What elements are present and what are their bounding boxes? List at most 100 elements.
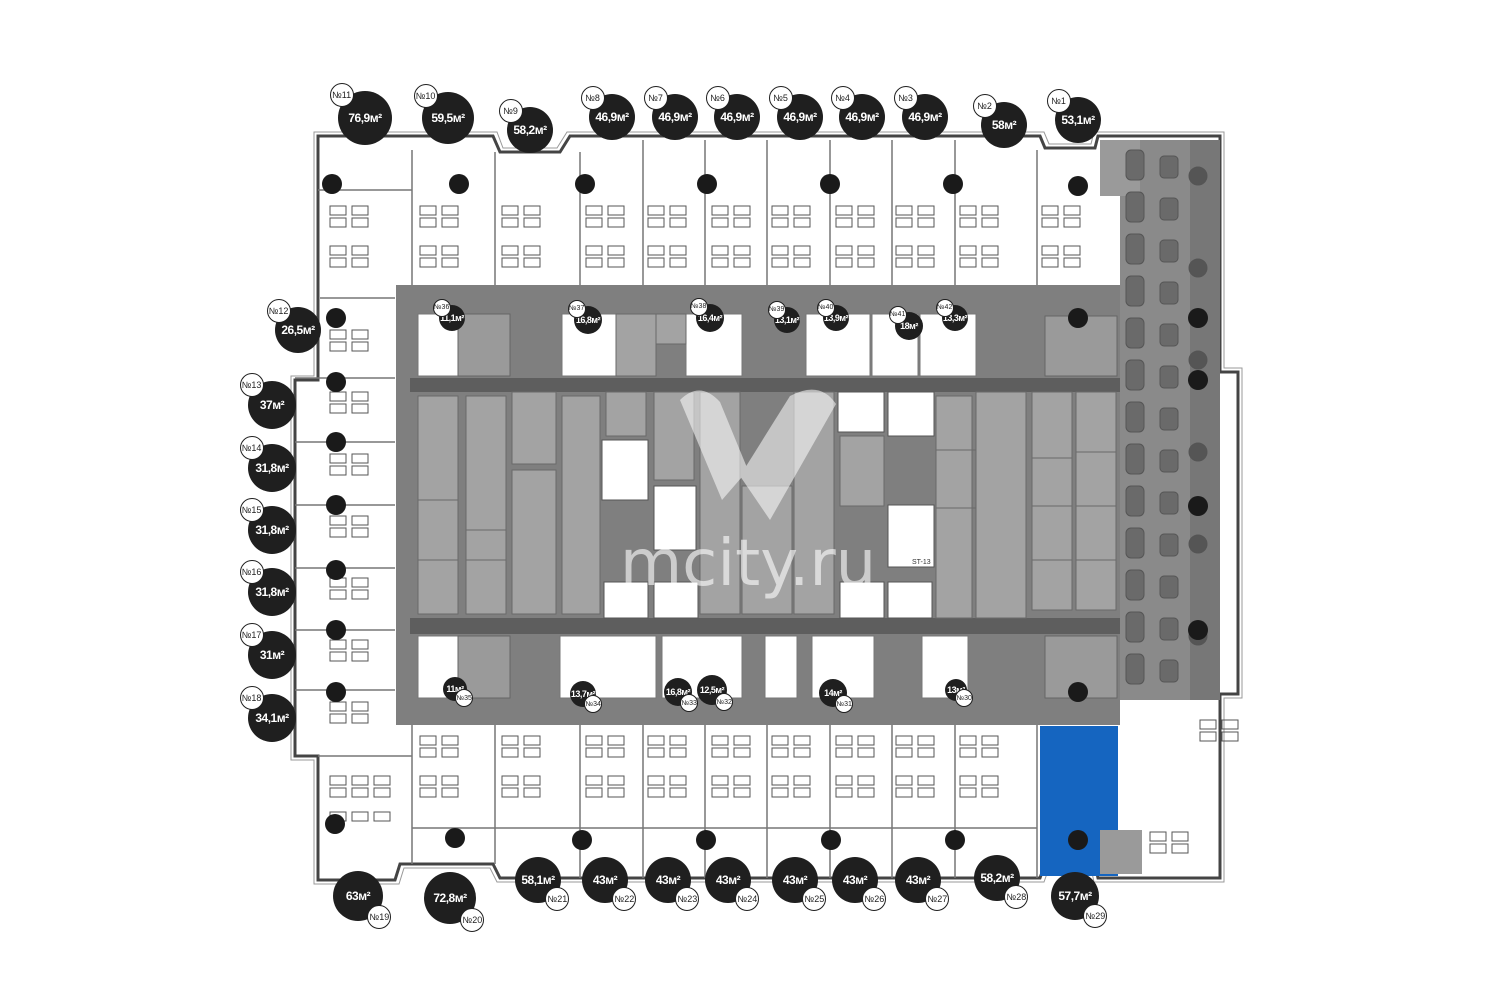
- desk: [733, 217, 751, 228]
- desk: [441, 257, 459, 268]
- desk: [351, 205, 369, 216]
- desk: [351, 465, 369, 476]
- desk: [523, 775, 541, 786]
- desk: [329, 341, 347, 352]
- desk: [329, 391, 347, 402]
- desk: [733, 735, 751, 746]
- desk: [1041, 245, 1059, 256]
- desk: [501, 245, 519, 256]
- room-area: 26,5м²: [275, 307, 321, 353]
- desk: [793, 245, 811, 256]
- sofa: [1159, 617, 1179, 641]
- room-number: №22: [612, 887, 637, 912]
- desk: [959, 245, 977, 256]
- desk: [917, 775, 935, 786]
- desk: [981, 257, 999, 268]
- column: [1068, 176, 1088, 196]
- stairs: [601, 391, 935, 619]
- desk: [835, 735, 853, 746]
- planter: [1188, 534, 1208, 554]
- desk: [351, 257, 369, 268]
- column: [326, 308, 346, 328]
- desk: [329, 465, 347, 476]
- column: [325, 814, 345, 834]
- room-area: 34,1м²: [248, 694, 296, 742]
- desk: [857, 747, 875, 758]
- room-number: №23: [675, 887, 700, 912]
- room-number: №41: [888, 305, 907, 324]
- column: [572, 830, 592, 850]
- room-number: №10: [413, 83, 438, 108]
- desk: [981, 775, 999, 786]
- desk: [917, 205, 935, 216]
- desk: [329, 527, 347, 538]
- desk: [523, 747, 541, 758]
- structural-columns: [322, 174, 1208, 850]
- room-number: №36: [432, 298, 451, 317]
- column: [1188, 496, 1208, 516]
- room-number: №9: [498, 98, 523, 123]
- room-number: №28: [1004, 885, 1029, 910]
- desk: [329, 257, 347, 268]
- desk: [329, 217, 347, 228]
- desk: [329, 589, 347, 600]
- desk: [419, 735, 437, 746]
- desk: [585, 217, 603, 228]
- desk: [441, 787, 459, 798]
- desk: [895, 775, 913, 786]
- room-number: №1: [1046, 88, 1071, 113]
- desk: [1171, 843, 1189, 854]
- column: [326, 495, 346, 515]
- desk: [917, 735, 935, 746]
- desk: [351, 391, 369, 402]
- shaft: [655, 313, 687, 345]
- desk: [959, 775, 977, 786]
- desk: [793, 205, 811, 216]
- desk: [669, 735, 687, 746]
- desk: [351, 577, 369, 588]
- desk: [959, 787, 977, 798]
